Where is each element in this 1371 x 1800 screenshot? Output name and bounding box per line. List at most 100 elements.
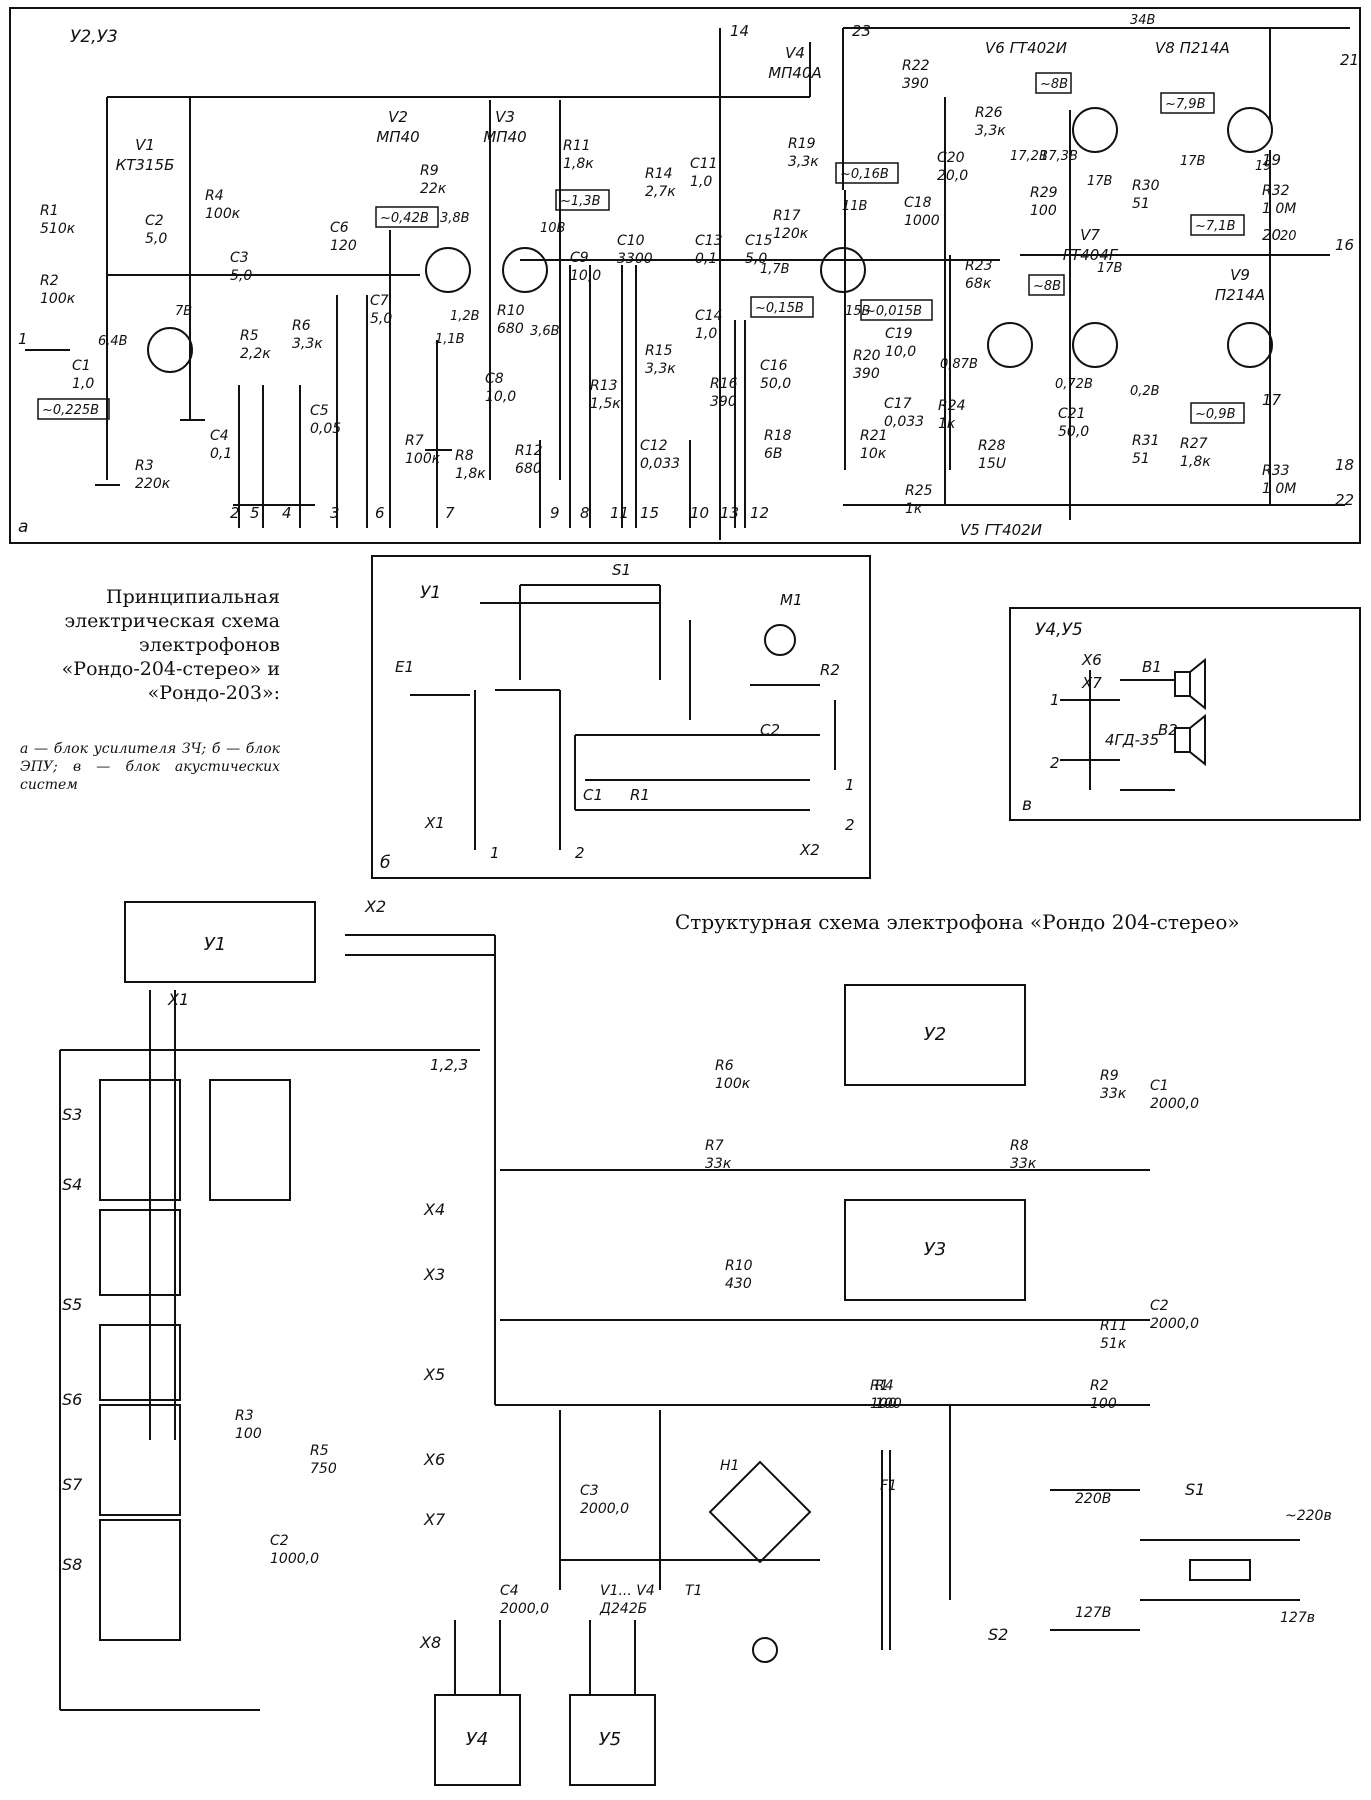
- structural-mains-label: 220В: [1075, 1491, 1111, 1507]
- panel-a-component-value: 2,7к: [645, 184, 676, 200]
- panel-b-label: R1: [630, 786, 650, 804]
- panel-a-voltage-label: 17В: [1180, 154, 1206, 169]
- structural-part-value: 100: [875, 1396, 902, 1412]
- panel-a-terminal-number: 3: [330, 504, 340, 522]
- panel-a-component-value: 5,0: [370, 311, 392, 327]
- structural-switch-label: S8: [62, 1555, 82, 1574]
- structural-bus-label: 1,2,3: [430, 1056, 468, 1074]
- panel-a-component-ref: R31: [1132, 433, 1160, 449]
- panel-c-label: В1: [1142, 658, 1162, 676]
- panel-a-component-ref: R20: [853, 348, 881, 364]
- structural-connector-label: X8: [419, 1633, 441, 1652]
- boxed-voltage-frame: [1035, 72, 1072, 94]
- panel-a-component-ref: R26: [975, 105, 1003, 121]
- panel-a-component-ref: C16: [760, 358, 788, 374]
- panel-a-component-ref: R15: [645, 343, 673, 359]
- panel-a-component-label: V5 ГТ402И: [960, 521, 1042, 539]
- figure-caption: Принципиальная электрическая схема элект…: [61, 586, 280, 704]
- structural-part-ref: R9: [1100, 1068, 1119, 1084]
- panel-a-component-value: 0,033: [884, 414, 924, 430]
- panel-a-boxed-voltage: ~0,9В: [1195, 407, 1236, 422]
- panel-a-boxed-voltage: ~0,015В: [865, 304, 922, 319]
- panel-a-terminal-number: 1: [18, 330, 28, 348]
- panel-a-voltage-label: 0,2В: [1130, 384, 1160, 399]
- panel-a-terminal-number: 18: [1335, 456, 1354, 474]
- panel-a-component-ref: C3: [230, 250, 249, 266]
- panel-a-boxed-voltage: ~0,225В: [42, 403, 99, 418]
- panel-a-component-value: 0,05: [310, 421, 341, 437]
- panel-b-block-label: У1: [420, 583, 441, 603]
- panel-a-voltage-label: 3,6В: [530, 324, 560, 339]
- structural-part-value: 33к: [705, 1156, 732, 1172]
- panel-a-component-ref: R9: [420, 163, 439, 179]
- panel-c-label: В2: [1158, 721, 1178, 739]
- panel-a-component-value: 390: [902, 76, 929, 92]
- structural-switch-label: S7: [62, 1475, 83, 1494]
- structural-part-ref: C2: [1150, 1298, 1169, 1314]
- structural-connector-label: X5: [423, 1365, 445, 1384]
- panel-a-component-ref: V9: [1230, 266, 1250, 284]
- panel-a-component-value: 51: [1132, 451, 1150, 467]
- panel-a-boxed-voltage: ~0,42В: [380, 211, 429, 226]
- structural-connector-label: X1: [167, 990, 189, 1009]
- panel-a-component-value: 10к: [860, 446, 887, 462]
- structural-switch-label: S6: [62, 1390, 82, 1409]
- panel-a-boxed-voltage: ~8В: [1033, 279, 1061, 294]
- panel-c-corner-letter: в: [1022, 795, 1032, 815]
- structural-block-label: У3: [924, 1239, 946, 1260]
- panel-b-label: 1: [845, 776, 855, 794]
- structural-part-value: Д242Б: [599, 1601, 647, 1617]
- panel-c-label: 1: [1050, 691, 1060, 709]
- structural-part-ref: R3: [235, 1408, 254, 1424]
- panel-a-component-value: 50,0: [1058, 424, 1089, 440]
- panel-a-component-value: 1,8к: [563, 156, 594, 172]
- panel-a-component-ref: C17: [884, 396, 912, 412]
- panel-b-label: 2: [845, 816, 855, 834]
- panel-a-terminal-number: 17: [1262, 391, 1282, 409]
- panel-a-component-value: 3300: [617, 251, 653, 267]
- panel-b-corner-letter: б: [380, 853, 390, 873]
- panel-a-component-ref: C7: [370, 293, 389, 309]
- panel-a-component-value: 10,0: [885, 344, 916, 360]
- panel-a-terminal-number: 13: [720, 504, 739, 522]
- panel-a-component-value: МП40: [376, 128, 419, 146]
- panel-a-terminal-number: 12: [750, 504, 769, 522]
- panel-a-component-value: 510к: [40, 221, 76, 237]
- panel-a-component-value: 2,2к: [240, 346, 271, 362]
- panel-a-component-ref: R14: [645, 166, 673, 182]
- structural-connector-label: X6: [423, 1450, 445, 1469]
- panel-a-component-value: 1к: [905, 501, 923, 517]
- panel-a-voltage-label: 0,87В: [940, 357, 978, 372]
- structural-part-ref: H1: [720, 1458, 739, 1474]
- panel-c-frame: [1009, 607, 1361, 821]
- structural-connector-label: X3: [423, 1265, 445, 1284]
- panel-a-voltage-label: 3,8В: [440, 211, 470, 226]
- panel-a-component-value: 5,0: [230, 268, 252, 284]
- panel-a-component-value: 5,0: [745, 251, 767, 267]
- structural-connector-label: X2: [364, 897, 386, 916]
- panel-a-component-ref: C12: [640, 438, 668, 454]
- panel-a-terminal-number: 15: [640, 504, 659, 522]
- panel-a-component-ref: C6: [330, 220, 349, 236]
- panel-a-terminal-number: 4: [282, 504, 292, 522]
- structural-block-label: У4: [466, 1729, 488, 1750]
- panel-a-component-ref: V3: [495, 108, 515, 126]
- panel-b-label: X2: [799, 841, 820, 859]
- structural-part-value: 51к: [1100, 1336, 1127, 1352]
- panel-a-component-value: 3,3к: [645, 361, 676, 377]
- panel-a-component-ref: C11: [690, 156, 718, 172]
- panel-a-component-ref: C15: [745, 233, 773, 249]
- structural-part-value: 33к: [1010, 1156, 1037, 1172]
- structural-part-value: 100: [1090, 1396, 1117, 1412]
- panel-a-component-value: ГТ404Г: [1063, 246, 1119, 264]
- panel-a-component-value: 3,3к: [975, 123, 1006, 139]
- panel-a-component-value: 22к: [420, 181, 447, 197]
- panel-a-component-value: 1000: [904, 213, 940, 229]
- panel-a-terminal-number: 9: [550, 504, 560, 522]
- panel-a-terminal-number: 6: [375, 504, 385, 522]
- panel-a-component-ref: R30: [1132, 178, 1160, 194]
- structural-part-ref: V1... V4: [600, 1583, 655, 1599]
- panel-a-component-value: 1,8к: [455, 466, 486, 482]
- boxed-voltage-frame: [1190, 402, 1245, 424]
